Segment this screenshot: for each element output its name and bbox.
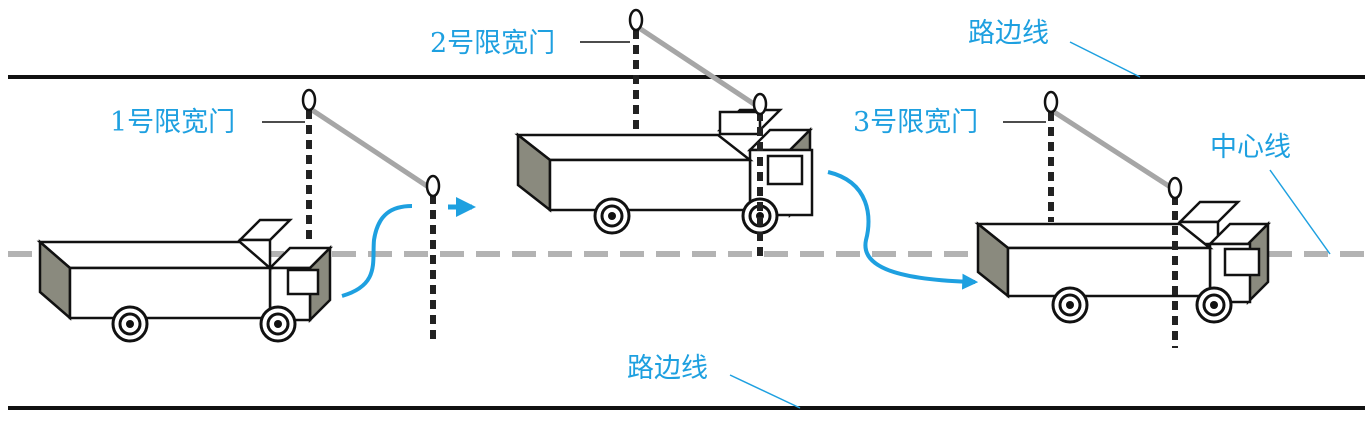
truck-1 (36, 218, 334, 343)
truck-2 (514, 108, 814, 235)
travel-path-arrow-2 (827, 170, 979, 290)
wheel-icon (111, 305, 149, 343)
roadside-top-label: 路边线 (968, 18, 1049, 49)
gate-3 (1043, 90, 1183, 348)
roadside-bottom-label: 路边线 (627, 353, 708, 384)
gate-1 (301, 88, 441, 345)
wheel-icon (1195, 286, 1233, 324)
wheel-icon (593, 197, 631, 235)
travel-path-arrow-1 (341, 204, 413, 298)
gate-2 (628, 8, 768, 262)
gate3-label: 3号限宽门 (853, 107, 978, 138)
leader-roadside-top (1069, 41, 1141, 78)
truck-3 (974, 200, 1272, 324)
leader-centerline (1269, 169, 1331, 255)
centerline-label: 中心线 (1210, 132, 1291, 163)
leader-roadside-bottom (729, 374, 801, 409)
gate1-label: 1号限宽门 (110, 107, 235, 138)
gate2-label: 2号限宽门 (430, 28, 555, 59)
wheel-icon (259, 305, 297, 343)
wheel-icon (1051, 286, 1089, 324)
